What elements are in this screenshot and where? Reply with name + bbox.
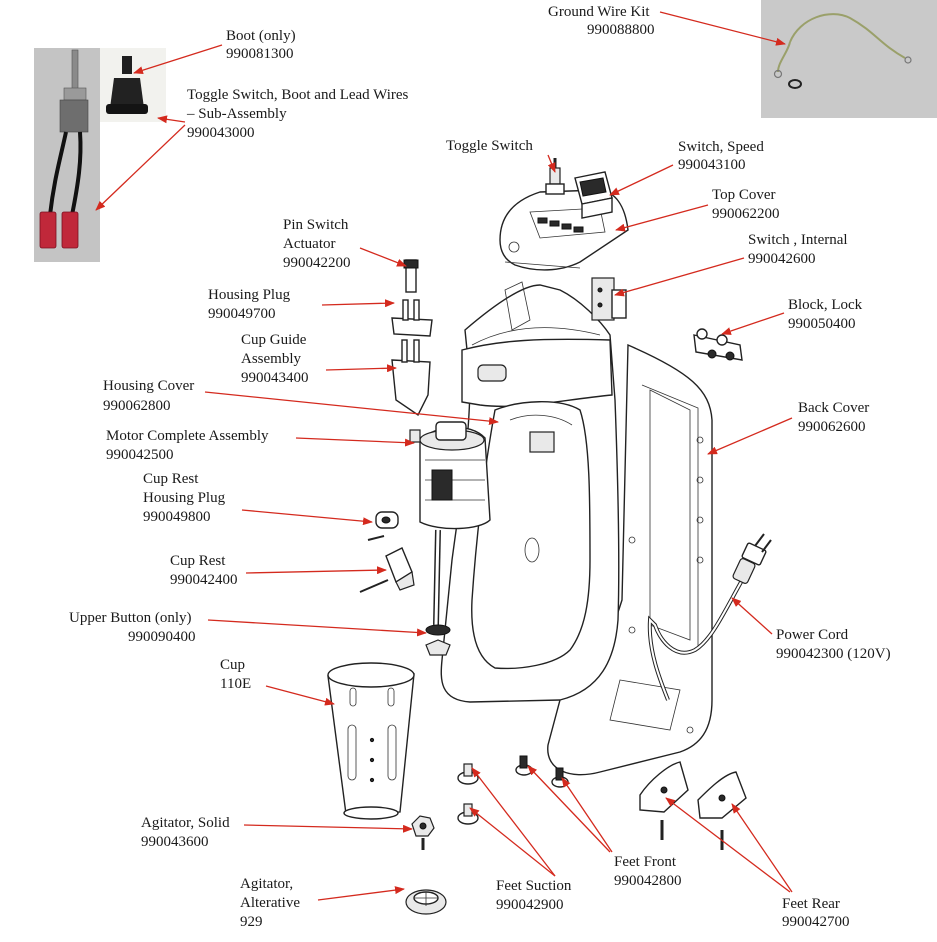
label-switch-speed: Switch, Speed 990043100 xyxy=(678,139,764,173)
label-power-cord: Power Cord 990042300 (120V) xyxy=(776,627,891,662)
label-cup-rest-plug: Cup Rest Housing Plug 990049800 xyxy=(143,471,226,525)
label-ground-wire: Ground Wire Kit 990088800 xyxy=(548,4,655,38)
label-ground-wire-part: 990088800 xyxy=(587,22,655,38)
label-agitator-solid: Agitator, Solid 990043600 xyxy=(141,815,230,850)
label-cup-rest-plug-name: Cup Rest xyxy=(143,471,199,487)
label-housing-cover-part: 990062800 xyxy=(103,398,171,414)
feet-rear-part xyxy=(639,761,747,850)
label-motor-part: 990042500 xyxy=(106,447,174,463)
label-upper-button-name: Upper Button (only) xyxy=(69,610,191,626)
label-housing-plug: Housing Plug 990049700 xyxy=(208,287,291,322)
label-cup-rest: Cup Rest 990042400 xyxy=(170,553,238,588)
label-upper-button: Upper Button (only) 990090400 xyxy=(69,610,196,645)
label-toggle-sub-part: 990043000 xyxy=(187,125,255,141)
label-switch-speed-part: 990043100 xyxy=(678,157,746,173)
pin-switch-actuator-part xyxy=(403,259,419,293)
toggle-switch-part xyxy=(545,158,565,195)
label-feet-front-part: 990042800 xyxy=(614,873,682,889)
housing-plug-part xyxy=(391,299,433,337)
label-housing-cover-name: Housing Cover xyxy=(103,378,194,394)
label-agitator-alt: Agitator, Alterative 929 xyxy=(240,876,300,930)
label-cup: Cup 110E xyxy=(220,657,251,692)
label-feet-suction-part: 990042900 xyxy=(496,897,564,913)
block-lock-part xyxy=(693,328,743,361)
label-pin-switch-name: Pin Switch xyxy=(283,217,349,233)
label-cup-rest-part: 990042400 xyxy=(170,572,238,588)
label-housing-plug-name: Housing Plug xyxy=(208,287,291,303)
label-cup-rest-plug-part: 990049800 xyxy=(143,509,211,525)
label-feet-rear-part: 990042700 xyxy=(782,914,850,930)
label-cup-guide: Cup Guide Assembly 990043400 xyxy=(241,332,309,386)
label-cup-guide-part: 990043400 xyxy=(241,370,309,386)
agitator-solid-part xyxy=(411,815,435,850)
label-switch-speed-name: Switch, Speed xyxy=(678,139,764,155)
label-block-lock-name: Block, Lock xyxy=(788,297,863,313)
label-feet-front-name: Feet Front xyxy=(614,854,677,870)
cup-rest-part xyxy=(359,547,415,593)
label-cup-guide-name2: Assembly xyxy=(241,351,302,367)
label-pin-switch: Pin Switch Actuator 990042200 xyxy=(283,217,351,271)
cup-rest-plug-part xyxy=(367,511,399,541)
label-toggle-switch-name: Toggle Switch xyxy=(446,138,533,154)
label-cup-guide-name: Cup Guide xyxy=(241,332,307,348)
label-upper-button-part: 990090400 xyxy=(128,629,196,645)
agitator-alternative-part xyxy=(405,889,447,915)
label-pin-switch-part: 990042200 xyxy=(283,255,351,271)
power-cord xyxy=(647,533,772,701)
label-feet-suction: Feet Suction 990042900 xyxy=(496,878,572,913)
label-feet-rear-name: Feet Rear xyxy=(782,896,840,912)
label-toggle-sub-name: Toggle Switch, Boot and Lead Wires xyxy=(187,87,409,103)
label-agitator-solid-part: 990043600 xyxy=(141,834,209,850)
label-power-cord-name: Power Cord xyxy=(776,627,849,643)
label-cup-rest-name: Cup Rest xyxy=(170,553,226,569)
label-back-cover: Back Cover 990062600 xyxy=(798,400,869,435)
label-housing-plug-part: 990049700 xyxy=(208,306,276,322)
toggle-switch-photo xyxy=(34,48,166,262)
label-back-cover-part: 990062600 xyxy=(798,419,866,435)
cup-guide-part xyxy=(391,339,431,417)
feet-suction-part xyxy=(457,763,479,825)
label-cup-rest-plug-name2: Housing Plug xyxy=(143,490,226,506)
internal-switch-part xyxy=(591,277,627,321)
label-top-cover-part: 990062200 xyxy=(712,206,780,222)
label-agitator-alt-name2: Alterative xyxy=(240,895,300,911)
label-motor: Motor Complete Assembly 990042500 xyxy=(106,428,269,463)
label-cup-part: 110E xyxy=(220,676,251,692)
label-agitator-alt-name: Agitator, xyxy=(240,876,293,892)
label-feet-suction-name: Feet Suction xyxy=(496,878,572,894)
label-toggle-sub-name2: – Sub-Assembly xyxy=(186,106,287,122)
cup-part xyxy=(327,662,415,820)
speed-switch-part xyxy=(574,171,613,219)
label-switch-internal-part: 990042600 xyxy=(748,251,816,267)
label-boot-name: Boot (only) xyxy=(226,28,296,44)
label-block-lock: Block, Lock 990050400 xyxy=(788,297,863,332)
label-cup-name: Cup xyxy=(220,657,245,673)
label-boot-part: 990081300 xyxy=(226,46,294,62)
label-power-cord-part: 990042300 (120V) xyxy=(776,646,891,662)
label-block-lock-part: 990050400 xyxy=(788,316,856,332)
label-motor-name: Motor Complete Assembly xyxy=(106,428,269,444)
label-pin-switch-name2: Actuator xyxy=(283,236,335,252)
leader-lines xyxy=(95,11,793,901)
label-switch-internal-name: Switch , Internal xyxy=(748,232,848,248)
label-switch-internal: Switch , Internal 990042600 xyxy=(748,232,848,267)
label-top-cover: Top Cover 990062200 xyxy=(712,187,780,222)
label-housing-cover: Housing Cover 990062800 xyxy=(103,378,194,414)
label-feet-front: Feet Front 990042800 xyxy=(614,854,682,889)
label-boot: Boot (only) 990081300 xyxy=(226,28,296,62)
label-feet-rear: Feet Rear 990042700 xyxy=(782,896,850,930)
main-housing xyxy=(440,281,620,703)
label-agitator-alt-part: 929 xyxy=(240,914,263,930)
motor-assembly-part xyxy=(409,421,491,656)
label-back-cover-name: Back Cover xyxy=(798,400,869,416)
label-agitator-solid-name: Agitator, Solid xyxy=(141,815,230,831)
label-ground-wire-name: Ground Wire Kit xyxy=(548,4,650,20)
label-top-cover-name: Top Cover xyxy=(712,187,776,203)
label-toggle-sub: Toggle Switch, Boot and Lead Wires – Sub… xyxy=(186,87,409,141)
boot-photo xyxy=(106,56,148,114)
ground-wire-photo xyxy=(761,0,937,118)
label-toggle-switch: Toggle Switch xyxy=(446,138,533,154)
